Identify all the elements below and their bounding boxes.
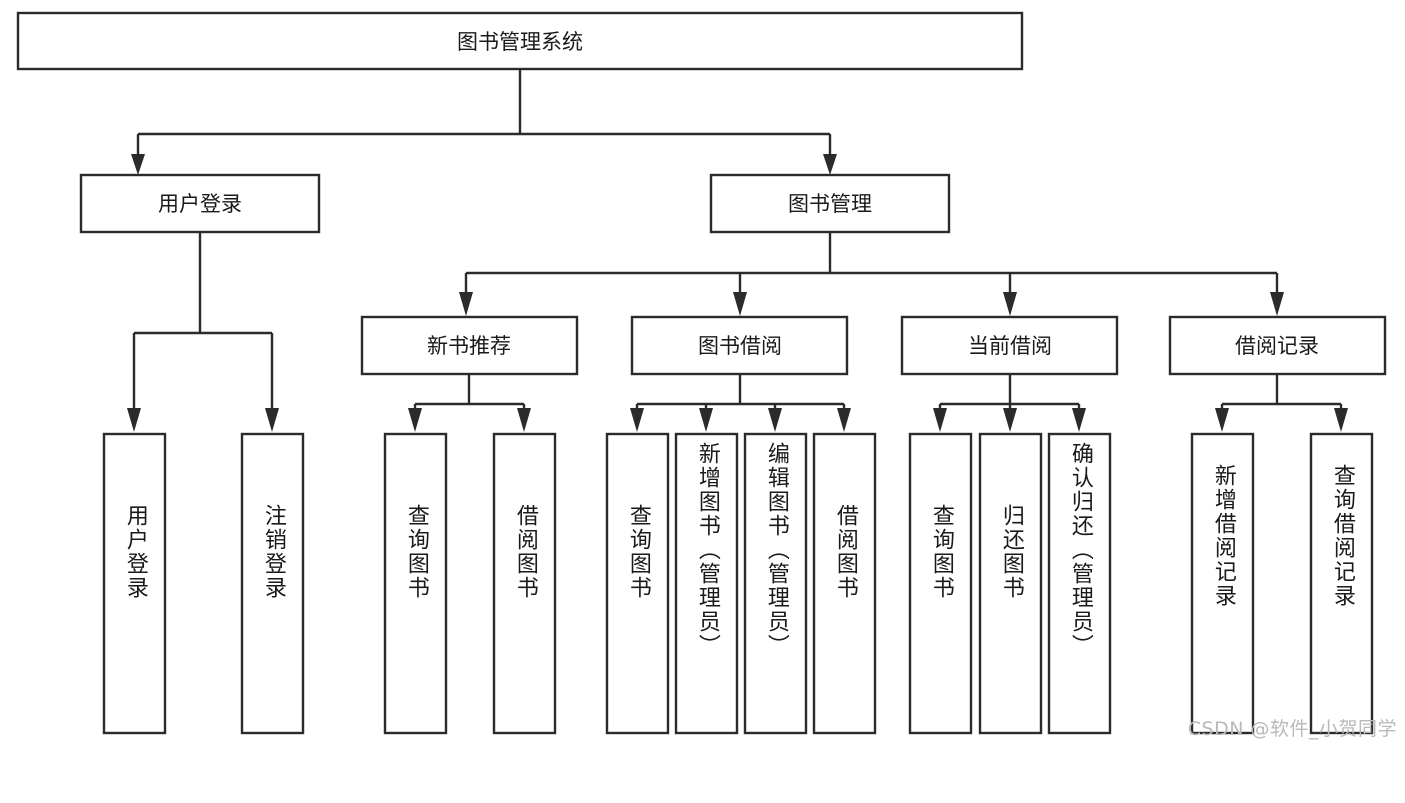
node-root-box[interactable] — [16, 11, 1024, 71]
node-new-book-recommend-label: 新书推荐 — [427, 334, 511, 358]
node-new-book-recommend-box[interactable] — [360, 315, 579, 376]
arrow-user-login-leaf-1 — [127, 408, 141, 432]
node-user-login-label: 用户登录 — [158, 192, 242, 216]
node-book-management-label: 图书管理 — [788, 192, 872, 216]
node-book-borrow[interactable]: 图书借阅 — [630, 315, 849, 376]
arrow-root-to-book-mgmt — [823, 154, 837, 175]
node-borrow-record[interactable]: 借阅记录 — [1168, 315, 1387, 376]
arrow-root-to-user-login — [131, 154, 145, 175]
arrow-borrow-record-leaf-1 — [1215, 408, 1229, 432]
arrow-current-borrow-leaf-1 — [933, 408, 947, 432]
node-book-borrow-box[interactable] — [630, 315, 849, 376]
system-structure-diagram: 图书管理系统 用户登录 图书管理 新书推荐 图书借阅 当前借阅 借阅记录 — [16, 11, 1397, 740]
leaf-box-borrow-record-1[interactable] — [1190, 432, 1255, 735]
arrow-borrow-record-leaf-2 — [1334, 408, 1348, 432]
arrow-new-book-leaf-2 — [517, 408, 531, 432]
connector-group — [127, 69, 1348, 432]
arrow-book-mgmt-child-4 — [1270, 292, 1284, 316]
arrow-new-book-leaf-1 — [408, 408, 422, 432]
node-current-borrow[interactable]: 当前借阅 — [900, 315, 1119, 376]
arrow-user-login-leaf-2 — [265, 408, 279, 432]
leaf-box-current-borrow-3[interactable] — [1047, 432, 1112, 735]
node-current-borrow-box[interactable] — [900, 315, 1119, 376]
leaf-box-book-borrow-1[interactable] — [605, 432, 670, 735]
watermark-text: CSDN @软件_小贺同学 — [1187, 718, 1397, 740]
node-book-management-box[interactable] — [709, 173, 951, 234]
arrow-book-mgmt-child-3 — [1003, 292, 1017, 316]
leaf-box-current-borrow-2[interactable] — [978, 432, 1043, 735]
node-root-label: 图书管理系统 — [457, 30, 583, 54]
tree-canvas: 图书管理系统 用户登录 图书管理 新书推荐 图书借阅 当前借阅 借阅记录 — [16, 11, 1387, 735]
node-root[interactable]: 图书管理系统 — [16, 11, 1024, 71]
leaf-box-book-borrow-2[interactable] — [674, 432, 739, 735]
node-user-login[interactable]: 用户登录 — [79, 173, 321, 234]
arrow-book-mgmt-child-2 — [733, 292, 747, 316]
arrow-current-borrow-leaf-3 — [1072, 408, 1086, 432]
arrow-book-borrow-leaf-2 — [699, 408, 713, 432]
leaf-box-user-login-2[interactable] — [240, 432, 305, 735]
leaf-box-book-borrow-4[interactable] — [812, 432, 877, 735]
node-book-borrow-label: 图书借阅 — [698, 334, 782, 358]
leaf-box-book-borrow-3[interactable] — [743, 432, 808, 735]
node-user-login-box[interactable] — [79, 173, 321, 234]
leaf-box-new-book-2[interactable] — [492, 432, 557, 735]
arrow-book-borrow-leaf-3 — [768, 408, 782, 432]
arrow-current-borrow-leaf-2 — [1003, 408, 1017, 432]
node-new-book-recommend[interactable]: 新书推荐 — [360, 315, 579, 376]
leaf-box-current-borrow-1[interactable] — [908, 432, 973, 735]
leaf-box-new-book-1[interactable] — [383, 432, 448, 735]
node-borrow-record-box[interactable] — [1168, 315, 1387, 376]
leaf-box-borrow-record-2[interactable] — [1309, 432, 1374, 735]
node-borrow-record-label: 借阅记录 — [1235, 334, 1319, 358]
leaf-box-user-login-1[interactable] — [102, 432, 167, 735]
node-book-management[interactable]: 图书管理 — [709, 173, 951, 234]
arrow-book-mgmt-child-1 — [459, 292, 473, 316]
node-current-borrow-label: 当前借阅 — [968, 334, 1052, 358]
arrow-book-borrow-leaf-1 — [630, 408, 644, 432]
arrow-book-borrow-leaf-4 — [837, 408, 851, 432]
